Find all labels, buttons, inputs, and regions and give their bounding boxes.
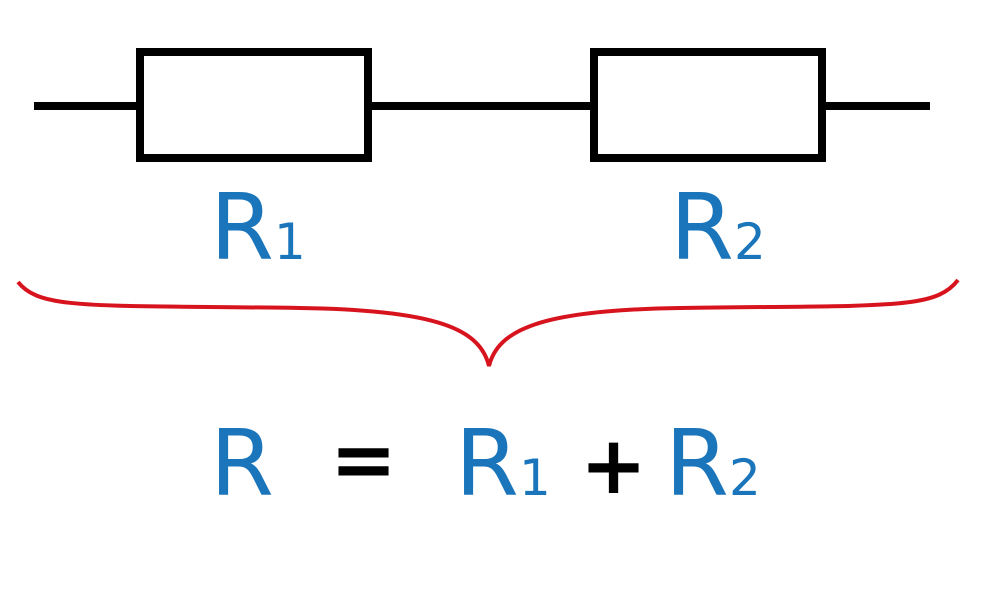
equation-term1: R1 xyxy=(455,418,551,510)
resistor-r1 xyxy=(136,48,372,162)
symbol: R xyxy=(665,410,729,517)
subscript: 2 xyxy=(728,449,761,507)
equals-sign: = xyxy=(330,413,398,506)
resistor-r2 xyxy=(590,48,826,162)
plus-sign: + xyxy=(580,419,648,512)
subscript: 2 xyxy=(733,213,766,271)
curly-brace xyxy=(16,278,960,367)
label-r2: R2 xyxy=(670,182,766,274)
symbol: R xyxy=(455,410,519,517)
subscript: 1 xyxy=(518,449,551,507)
subscript: 1 xyxy=(273,213,306,271)
equation-lhs: R xyxy=(210,410,274,517)
symbol: R xyxy=(210,174,274,281)
symbol: R xyxy=(670,174,734,281)
label-r1: R1 xyxy=(210,182,306,274)
equation-term2: R2 xyxy=(665,418,761,510)
